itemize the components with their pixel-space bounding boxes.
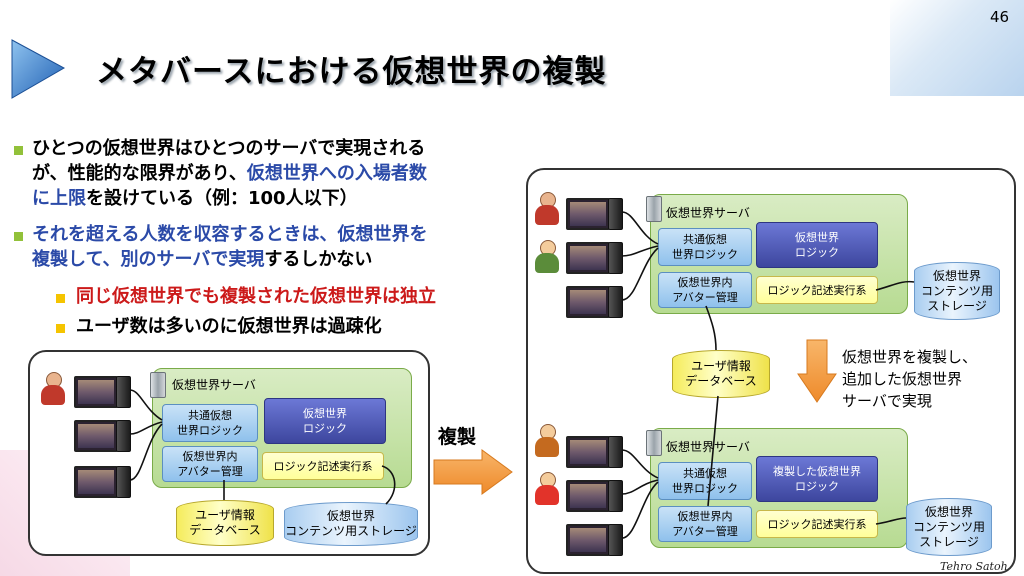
bullet-1-line3: を設けている（例：100人以下） (86, 188, 358, 209)
left-content-storage-line2: コンテンツ用ストレージ (285, 524, 417, 538)
bullet-1-line2: が、性能的な限界があり、 (32, 163, 247, 184)
client-pc-icon (608, 524, 623, 556)
bullet-1: ひとつの仮想世界はひとつのサーバで実現される が、性能的な限界があり、仮想世界へ… (32, 136, 427, 211)
right-user-db: ユーザ情報 データベース (672, 350, 770, 398)
user-avatar-icon (534, 192, 560, 226)
left-content-storage: 仮想世界 コンテンツ用ストレージ (284, 502, 418, 546)
client-pc-icon (116, 466, 131, 498)
replicate-arrow-icon (433, 449, 513, 495)
client-pc-icon (608, 242, 623, 274)
author-signature: Tehro Satoh (940, 560, 1008, 573)
bullet-2: それを超える人数を収容するときは、仮想世界を 複製して、別のサーバで実現するしか… (32, 222, 427, 272)
bullet-2-line1: それを超える人数を収容するときは、仮想世界を (32, 224, 428, 245)
client-monitor-icon (566, 198, 610, 230)
page-number: 46 (990, 8, 1010, 26)
right-server2-storage: 仮想世界 コンテンツ用 ストレージ (906, 498, 992, 556)
client-monitor-icon (566, 286, 610, 318)
client-pc-icon (608, 286, 623, 318)
duplicate-note: 仮想世界を複製し、 追加した仮想世界 サーバで実現 (842, 346, 977, 412)
sub-bullet-1: 同じ仮想世界でも複製された仮想世界は独立 (76, 286, 436, 307)
left-logic-exec-box: ロジック記述実行系 (262, 452, 384, 480)
client-monitor-icon (566, 480, 610, 512)
left-user-db: ユーザ情報 データベース (176, 500, 274, 546)
client-monitor-icon (74, 376, 118, 408)
left-world-logic-box: 仮想世界 ロジック (264, 398, 386, 444)
client-monitor-icon (566, 242, 610, 274)
client-pc-icon (608, 436, 623, 468)
server-tower-icon (646, 196, 662, 222)
server-tower-icon (646, 430, 662, 456)
duplicate-note-line3: サーバで実現 (842, 392, 932, 410)
sub-bullet-marker (56, 324, 65, 333)
duplicate-note-line2: 追加した仮想世界 (842, 370, 963, 388)
sub-bullet-2: ユーザ数は多いのに仮想世界は過疎化 (76, 316, 382, 337)
user-avatar-icon (534, 472, 560, 506)
bullet-2-line2-emph: 複製して、別のサーバで実現 (32, 249, 265, 270)
client-pc-icon (116, 376, 131, 408)
right-server2-logic-exec: ロジック記述実行系 (756, 510, 878, 538)
bullet-1-line3-emph: に上限 (32, 188, 86, 209)
bullet-1-line2-emph: 仮想世界への入場者数 (246, 163, 427, 184)
user-avatar-icon (534, 240, 560, 274)
client-monitor-icon (566, 436, 610, 468)
client-pc-icon (116, 420, 131, 452)
sub-bullet-marker (56, 294, 65, 303)
left-content-storage-line1: 仮想世界 (326, 509, 375, 523)
bullet-2-line2: するしかない (264, 249, 373, 270)
client-monitor-icon (74, 466, 118, 498)
right-server2-world-logic: 複製した仮想世界 ロジック (756, 456, 878, 502)
duplicate-down-arrow-icon (797, 339, 837, 403)
client-monitor-icon (566, 524, 610, 556)
client-pc-icon (608, 480, 623, 512)
server-tower-icon (150, 372, 166, 398)
left-server-label: 仮想世界サーバ (172, 378, 256, 392)
title-triangle-icon (11, 39, 66, 99)
bullet-marker (14, 146, 23, 155)
left-avatar-mgmt-box: 仮想世界内 アバター管理 (162, 446, 258, 482)
right-server1-avatar-mgmt: 仮想世界内 アバター管理 (658, 272, 752, 308)
right-server2-label: 仮想世界サーバ (666, 440, 750, 454)
client-monitor-icon (74, 420, 118, 452)
left-common-logic-box: 共通仮想 世界ロジック (162, 404, 258, 442)
client-pc-icon (608, 198, 623, 230)
bullet-1-line1: ひとつの仮想世界はひとつのサーバで実現される (32, 138, 426, 159)
right-server2-avatar-mgmt: 仮想世界内 アバター管理 (658, 506, 752, 542)
right-server1-label: 仮想世界サーバ (666, 206, 750, 220)
right-server1-storage: 仮想世界 コンテンツ用 ストレージ (914, 262, 1000, 320)
bullet-marker (14, 232, 23, 241)
user-avatar-icon (534, 424, 560, 458)
page-title: メタバースにおける仮想世界の複製 (96, 54, 607, 90)
right-server1-logic-exec: ロジック記述実行系 (756, 276, 878, 304)
duplicate-note-line1: 仮想世界を複製し、 (842, 348, 978, 366)
user-avatar-icon (40, 372, 66, 406)
right-server2-common-logic: 共通仮想 世界ロジック (658, 462, 752, 500)
right-server1-world-logic: 仮想世界 ロジック (756, 222, 878, 268)
decor-top-right (890, 0, 1024, 96)
right-server1-common-logic: 共通仮想 世界ロジック (658, 228, 752, 266)
replicate-label: 複製 (438, 426, 477, 448)
